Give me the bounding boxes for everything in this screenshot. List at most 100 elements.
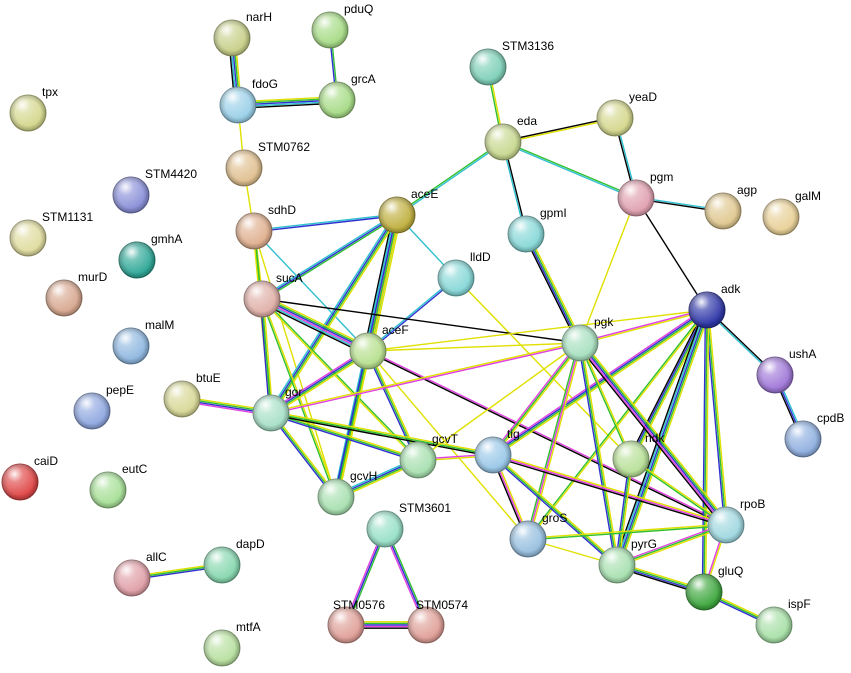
- node-murD[interactable]: murD: [45, 270, 108, 317]
- node-label: tig: [507, 427, 520, 441]
- node-STM0762[interactable]: STM0762: [225, 140, 310, 187]
- edge-evidence-line: [261, 214, 398, 300]
- edge-evidence-line: [704, 310, 710, 593]
- node-label: grcA: [351, 72, 376, 86]
- node-eutC[interactable]: eutC: [89, 462, 148, 509]
- node-eda[interactable]: eda: [484, 114, 537, 161]
- node-label: lldD: [470, 250, 491, 264]
- node-label: adk: [721, 282, 741, 296]
- edge-evidence-line: [503, 118, 616, 144]
- node-ndk[interactable]: ndk: [612, 431, 665, 478]
- edge-tig-rpoB: [492, 452, 727, 528]
- node-sdhD[interactable]: sdhD: [235, 203, 296, 250]
- edge-aceE-sucA: [260, 213, 399, 301]
- node-label: pgm: [650, 170, 673, 184]
- node-fdoG[interactable]: fdoG: [219, 77, 278, 124]
- edge-aceF-rpoB: [367, 349, 727, 527]
- node-tpx[interactable]: tpx: [9, 85, 58, 132]
- node-highlight: [164, 381, 200, 417]
- node-pgm[interactable]: pgm: [617, 170, 673, 217]
- node-highlight: [113, 328, 149, 364]
- edge-evidence-line: [271, 343, 581, 415]
- node-cpdB[interactable]: cpdB: [784, 411, 844, 458]
- node-label: ushA: [789, 347, 816, 361]
- node-label: agp: [737, 183, 757, 197]
- node-adk[interactable]: adk: [688, 282, 741, 329]
- node-gor[interactable]: gor: [252, 385, 302, 432]
- node-gcvT[interactable]: gcvT: [399, 432, 459, 479]
- edge-evidence-line: [270, 341, 580, 413]
- edge-evidence-line: [396, 140, 503, 215]
- edge-eda-pgm: [502, 140, 637, 200]
- node-gpmI[interactable]: gpmI: [507, 206, 567, 253]
- node-gcvH[interactable]: gcvH: [317, 469, 377, 516]
- edge-evidence-line: [336, 351, 371, 498]
- node-ispF[interactable]: ispF: [755, 597, 811, 644]
- edge-evidence-line: [261, 298, 581, 344]
- node-aceE[interactable]: aceE: [378, 187, 438, 234]
- node-rpoB[interactable]: rpoB: [707, 497, 765, 544]
- node-STM3601[interactable]: STM3601: [366, 501, 451, 548]
- node-highlight: [10, 95, 46, 131]
- node-sucA[interactable]: sucA: [243, 271, 303, 318]
- node-STM1131[interactable]: STM1131: [9, 210, 93, 257]
- node-ushA[interactable]: ushA: [756, 347, 816, 394]
- node-yeaD[interactable]: yeaD: [596, 90, 657, 137]
- edge-adk-tig: [491, 307, 709, 458]
- node-mtfA[interactable]: mtfA: [203, 620, 261, 667]
- edge-evidence-line: [527, 523, 726, 539]
- edge-evidence-line: [262, 296, 370, 350]
- node-highlight: [312, 12, 348, 48]
- node-pduQ[interactable]: pduQ: [311, 2, 373, 49]
- node-STM0576[interactable]: STM0576: [327, 598, 385, 644]
- node-caiD[interactable]: caiD: [1, 454, 58, 501]
- edge-evidence-line: [270, 412, 494, 456]
- node-tig[interactable]: tig: [474, 427, 520, 474]
- node-pepE[interactable]: pepE: [73, 383, 134, 430]
- node-highlight: [214, 20, 250, 56]
- node-agp[interactable]: agp: [704, 183, 757, 230]
- node-label: pepE: [106, 383, 134, 397]
- node-highlight: [319, 82, 355, 118]
- edge-evidence-line: [528, 310, 709, 540]
- edge-aceF-adk: [367, 309, 708, 352]
- node-narH[interactable]: narH: [213, 10, 272, 57]
- edge-evidence-line: [270, 413, 418, 463]
- edge-evidence-line: [578, 343, 631, 460]
- node-label: STM0576: [333, 598, 385, 612]
- node-pgk[interactable]: pgk: [561, 315, 614, 362]
- node-label: STM3601: [399, 501, 451, 515]
- edge-evidence-line: [259, 299, 271, 414]
- node-allC[interactable]: allC: [113, 550, 167, 597]
- node-btuE[interactable]: btuE: [163, 371, 221, 418]
- node-highlight: [236, 213, 272, 249]
- node-highlight: [757, 357, 793, 393]
- edge-evidence-line: [253, 213, 397, 231]
- node-gluQ[interactable]: gluQ: [685, 564, 743, 611]
- node-grcA[interactable]: grcA: [318, 72, 376, 119]
- node-aceF[interactable]: aceF: [349, 323, 409, 370]
- node-STM4420[interactable]: STM4420: [112, 167, 197, 214]
- node-dapD[interactable]: dapD: [203, 537, 265, 584]
- node-STM0574[interactable]: STM0574: [407, 598, 468, 644]
- node-gmhA[interactable]: gmhA: [118, 232, 182, 279]
- node-groS[interactable]: groS: [509, 511, 567, 558]
- edge-gor-tig: [270, 410, 494, 458]
- edge-evidence-line: [492, 308, 707, 455]
- edge-aceF-gcvH: [333, 350, 371, 498]
- node-malM[interactable]: malM: [112, 318, 174, 365]
- edge-sucA-gor: [259, 298, 274, 414]
- edge-evidence-line: [707, 309, 729, 525]
- edge-evidence-line: [335, 350, 369, 498]
- edge-pgm-pgk: [579, 197, 637, 344]
- node-label: narH: [246, 10, 272, 24]
- node-lldD[interactable]: lldD: [437, 250, 491, 297]
- node-label: aceE: [411, 187, 438, 201]
- edge-evidence-line: [526, 233, 582, 343]
- node-pyrG[interactable]: pyrG: [598, 537, 657, 584]
- edge-evidence-line: [493, 343, 582, 457]
- edge-evidence-line: [528, 343, 583, 540]
- edge-evidence-line: [492, 454, 618, 566]
- node-STM3136[interactable]: STM3136: [469, 39, 554, 86]
- node-galM[interactable]: galM: [762, 189, 821, 236]
